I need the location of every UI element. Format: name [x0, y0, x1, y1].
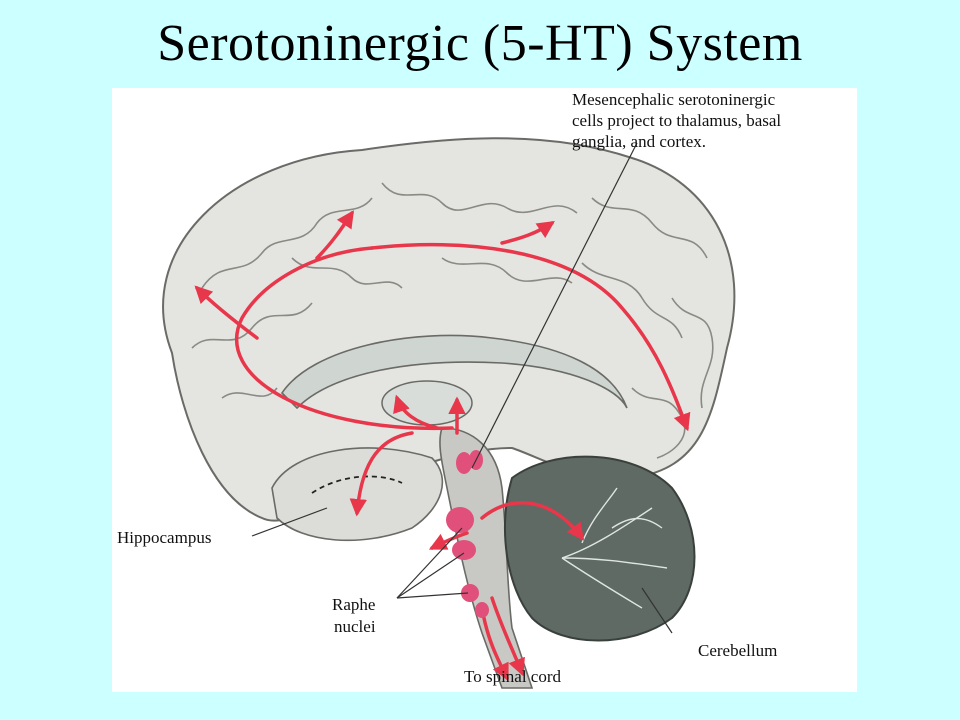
serotonin-pathways: [194, 210, 691, 682]
cortex-gyri: [191, 182, 714, 459]
hippocampus-label: Hippocampus: [117, 528, 211, 547]
raphe-label-line1: Raphe: [332, 595, 375, 614]
hippocampus-outline: [311, 475, 403, 494]
arbor-vitae: [561, 487, 668, 609]
brain-sagittal-figure: Mesencephalic serotoninergic cells proje…: [112, 88, 857, 692]
leader-lines: [251, 142, 673, 634]
brain-diagram: Mesencephalic serotoninergic cells proje…: [117, 90, 781, 689]
slide-title: Serotoninergic (5-HT) System: [157, 15, 803, 72]
annotation-line-1: Mesencephalic serotoninergic: [572, 90, 776, 109]
corpus-callosum: [280, 334, 628, 410]
temporal-lobe: [271, 447, 444, 542]
spinal-cord-label: To spinal cord: [464, 667, 562, 686]
raphe-label-line2: nuclei: [334, 617, 376, 636]
cerebellum-label: Cerebellum: [698, 641, 777, 660]
annotation-line-2: cells project to thalamus, basal: [572, 111, 781, 130]
annotation-line-3: ganglia, and cortex.: [572, 132, 706, 151]
cerebellum: [503, 455, 696, 642]
